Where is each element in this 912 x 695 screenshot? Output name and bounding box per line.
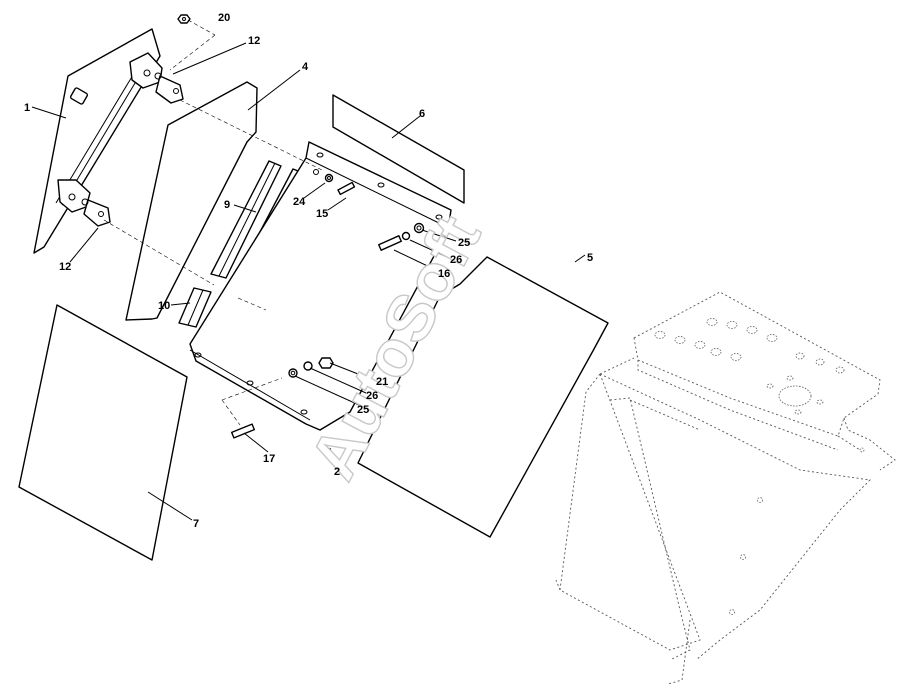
machine-assembly-outline: [555, 291, 896, 685]
callout-26-upper: 26: [450, 254, 462, 266]
callout-12-top: 12: [248, 35, 260, 47]
callout-25-lower: 25: [357, 404, 369, 416]
part-1-panel-with-hinges: [33, 28, 184, 254]
callout-5: 5: [587, 252, 593, 264]
part-7-sheet: [18, 304, 188, 561]
part-6-strip: [332, 94, 465, 204]
callout-2: 2: [334, 466, 340, 478]
callout-21: 21: [376, 376, 388, 388]
part-4-panel: [125, 81, 258, 321]
part-10-block: [178, 287, 212, 328]
callout-15: 15: [316, 208, 328, 220]
callout-labels: 1 2 4 5 6 7 9 10 12 12 15 16 17 20 21 24…: [24, 12, 593, 530]
part-2-bracket: [189, 141, 452, 431]
callout-16: 16: [438, 268, 450, 280]
callout-12-bottom: 12: [59, 261, 71, 273]
callout-1: 1: [24, 102, 30, 114]
part-5-panel: [357, 256, 609, 538]
hardware-upper: [313, 169, 425, 251]
part-20-nut: [177, 14, 191, 24]
callout-7: 7: [193, 518, 199, 530]
hardware-lower: [230, 357, 334, 439]
callout-10: 10: [158, 300, 170, 312]
part-9-strip: [210, 160, 282, 279]
callout-9: 9: [224, 199, 230, 211]
callout-20: 20: [218, 12, 230, 24]
callout-25-upper: 25: [458, 237, 470, 249]
callout-17: 17: [263, 453, 275, 465]
callout-24: 24: [293, 196, 306, 208]
callout-26-lower: 26: [366, 390, 378, 402]
leader-lines: [31, 19, 586, 521]
callout-4: 4: [302, 61, 309, 73]
callout-6: 6: [419, 108, 425, 120]
